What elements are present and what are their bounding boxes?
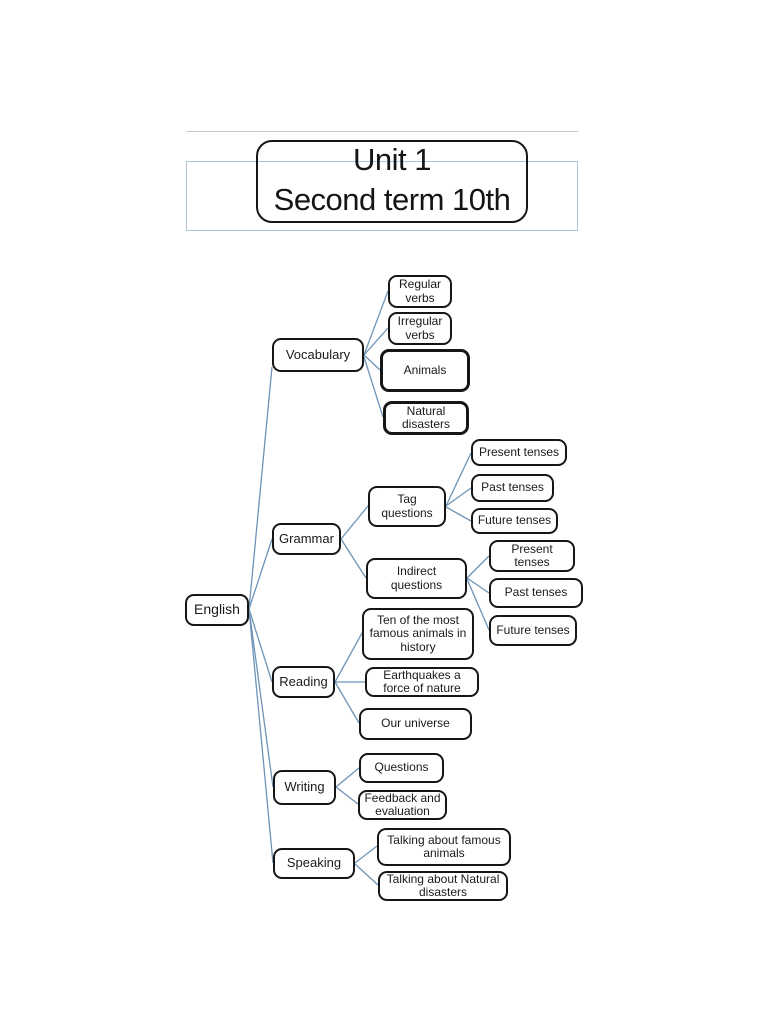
node-grammar: Grammar (272, 523, 341, 555)
node-animals: Animals (380, 349, 470, 392)
node-writing: Writing (273, 770, 336, 805)
node-natural-disasters: Natural disasters (383, 401, 469, 435)
title-line-1: Unit 1 (353, 142, 431, 177)
title-line-2: Second term 10th (273, 182, 511, 218)
node-questions: Questions (359, 753, 444, 783)
node-tag-questions: Tag questions (368, 486, 446, 527)
node-tag-present-tenses: Present tenses (471, 439, 567, 466)
node-speaking: Speaking (273, 848, 355, 879)
node-earthquakes: Earthquakes a force of nature (365, 667, 479, 697)
node-indirect-questions: Indirect questions (366, 558, 467, 599)
node-feedback-evaluation: Feedback and evaluation (358, 790, 447, 820)
faint-rule (186, 131, 578, 132)
node-our-universe: Our universe (359, 708, 472, 740)
node-talking-natural-disasters: Talking about Natural disasters (378, 871, 508, 901)
node-regular-verbs: Regular verbs (388, 275, 452, 308)
node-tag-past-tenses: Past tenses (471, 474, 554, 502)
node-vocabulary: Vocabulary (272, 338, 364, 372)
title-card: Unit 1 Second term 10th (256, 140, 528, 223)
title-frame (186, 161, 578, 231)
node-ten-famous-animals: Ten of the most famous animals in histor… (362, 608, 474, 660)
node-irregular-verbs: Irregular verbs (388, 312, 452, 345)
node-reading: Reading (272, 666, 335, 698)
node-tag-future-tenses: Future tenses (471, 508, 558, 534)
node-indirect-past-tenses: Past tenses (489, 578, 583, 608)
node-indirect-present-tenses: Present tenses (489, 540, 575, 572)
node-talking-famous-animals: Talking about famous animals (377, 828, 511, 866)
node-indirect-future-tenses: Future tenses (489, 615, 577, 646)
node-english: English (185, 594, 249, 626)
